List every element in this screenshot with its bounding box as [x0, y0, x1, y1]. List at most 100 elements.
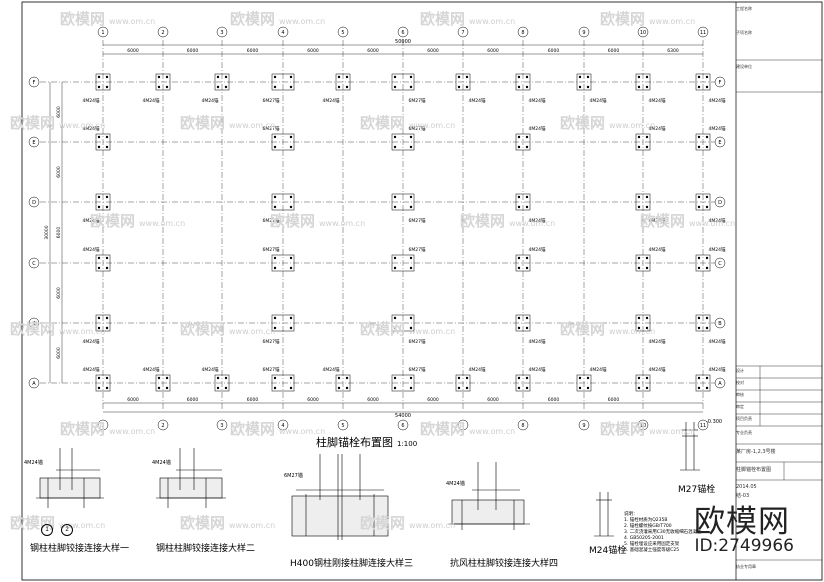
anchor-bolt [645, 316, 649, 320]
tb-row-discipline-lead: 专业负责 [736, 430, 752, 435]
anchor-m27-caption: M27锚栓 [678, 485, 716, 495]
watermark-url: www.om.cn [109, 427, 156, 436]
base-plate [635, 254, 651, 272]
base-plate [271, 133, 295, 151]
watermark-url: www.om.cn [509, 219, 556, 228]
anchor-bolt [645, 326, 649, 330]
axis-bubble-3 [216, 26, 228, 38]
axis-bubble-A [28, 377, 40, 389]
anchor-bolt [578, 376, 582, 380]
anchor-bolt [289, 85, 293, 89]
base-plate [95, 133, 111, 151]
detail-2-caption: 钢柱柱脚铰接连接大样二 [156, 544, 256, 554]
top-bay-dim: 6000 [247, 48, 259, 54]
axis-bubble-1 [97, 26, 109, 38]
anchor-bolt [157, 85, 161, 89]
anchor-bolt [525, 75, 529, 79]
axis-bubble-B [28, 317, 40, 329]
anchor-bolt [705, 205, 709, 209]
bolt-callout: 4M24锚 [83, 125, 100, 132]
axis-label-A: A [32, 381, 36, 387]
bolt-callout: 6M27锚 [263, 366, 280, 373]
bolt-callout: 6M27锚 [263, 217, 280, 224]
axis-bubble-5 [337, 26, 349, 38]
watermark-brand: 欧模网 [420, 10, 466, 28]
base-plate [515, 193, 531, 211]
watermark-url: www.om.cn [689, 219, 736, 228]
base-plate [515, 254, 531, 272]
axis-label-8: 8 [521, 30, 524, 36]
top-bay-dim: 6000 [307, 48, 319, 54]
axis-bubble-4 [277, 419, 289, 431]
anchor-bolt [97, 75, 101, 79]
anchor-bolt [525, 256, 529, 260]
anchor-bolt [697, 85, 701, 89]
bolt-callout: 6M27锚 [409, 366, 426, 373]
anchor-bolt [289, 376, 293, 380]
axis-bubble-F [28, 76, 40, 88]
anchor-bolt [345, 85, 349, 89]
watermark-brand: 欧模网 [180, 114, 226, 132]
anchor-bolt [105, 75, 109, 79]
base-plate [515, 374, 531, 392]
top-bay-dim: 6000 [367, 48, 379, 54]
anchor-bolt [457, 75, 461, 79]
anchor-bolt [289, 256, 293, 260]
anchor-bolt [457, 386, 461, 390]
left-bay-dim: 6000 [56, 347, 62, 359]
watermark-brand: 欧模网 [460, 212, 506, 230]
left-bay-dim: 6000 [56, 287, 62, 299]
left-bay-dim: 6000 [56, 227, 62, 239]
anchor-bolt [697, 75, 701, 79]
watermark-brand: 欧模网 [600, 420, 646, 438]
bolt-callout: 4M24锚 [202, 366, 219, 373]
anchor-bolt [645, 145, 649, 149]
bottom-bay-dim: 6000 [487, 397, 499, 403]
bolt-callout: 4M24锚 [590, 97, 607, 104]
watermark-url: www.om.cn [279, 427, 326, 436]
anchor-bolt [457, 85, 461, 89]
watermark-brand: 欧模网 [230, 420, 276, 438]
anchor-bolt [645, 376, 649, 380]
anchor-bolt [465, 75, 469, 79]
anchor-bolt [165, 376, 169, 380]
watermark-url: www.om.cn [279, 17, 326, 26]
left-total-dim: 30000 [44, 225, 50, 239]
axis-bubble-8 [517, 26, 529, 38]
detail-1-caption: 钢柱柱脚铰接连接大样一 [30, 544, 130, 554]
watermark-brand: 欧模网 [60, 10, 106, 28]
base-plate [515, 133, 531, 151]
axis-bubble-E [714, 136, 726, 148]
anchor-bolt [697, 256, 701, 260]
anchor-bolt [705, 316, 709, 320]
bolt-callout: 4M24锚 [709, 338, 726, 345]
anchor-bolt [409, 316, 413, 320]
axis-bubble-A [714, 377, 726, 389]
bolt-callout: 4M24锚 [469, 366, 486, 373]
base-plate [155, 73, 171, 91]
anchor-bolt [705, 376, 709, 380]
anchor-bolt [216, 85, 220, 89]
axis-label-7: 7 [461, 423, 464, 429]
top-bay-dim: 6000 [187, 48, 199, 54]
bolt-callout: 6M27锚 [409, 125, 426, 132]
anchor-bolt [165, 386, 169, 390]
anchor-bolt [645, 75, 649, 79]
base-plate [635, 193, 651, 211]
anchor-bolt [409, 85, 413, 89]
bolt-callout: 4M24锚 [83, 338, 100, 345]
bottom-bay-dim: 6000 [127, 397, 139, 403]
top-bay-dim: 6000 [427, 48, 439, 54]
base-plate [455, 374, 471, 392]
anchor-bolt [289, 386, 293, 390]
bolt-callout: 6M27锚 [263, 125, 280, 132]
anchor-bolt [637, 386, 641, 390]
tb-date: 2014.05 [736, 484, 757, 490]
base-plate [391, 73, 415, 91]
axis-bubble-1 [97, 419, 109, 431]
